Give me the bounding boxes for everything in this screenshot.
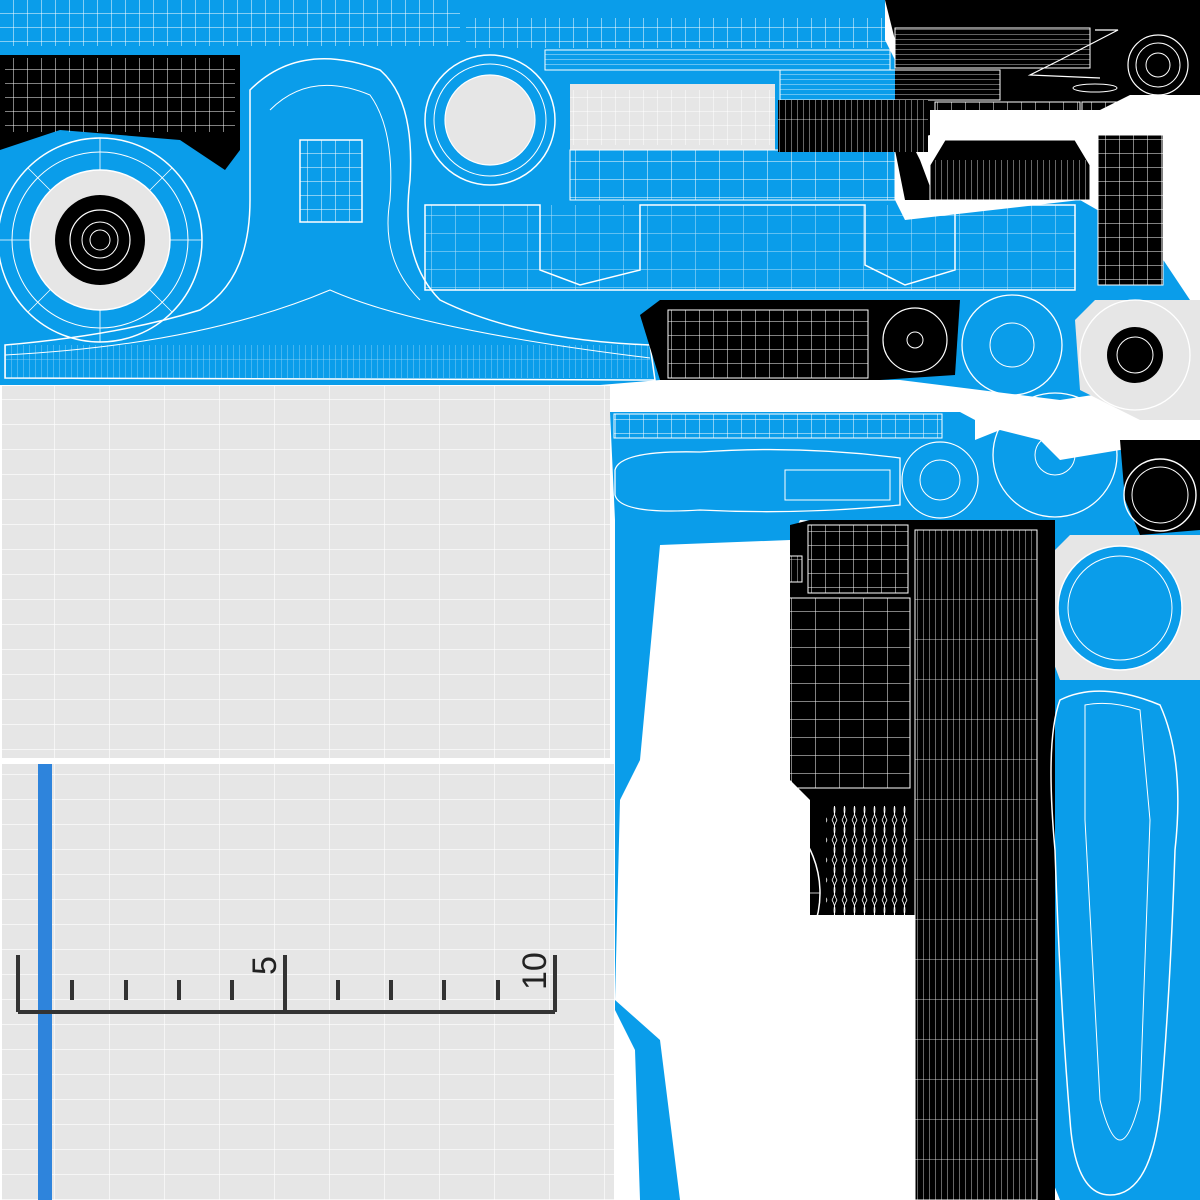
top-right-dark [778,0,1200,286]
mid-right-parts [640,294,1200,420]
ruler-label-10: 10 [516,952,554,990]
grey-panel-upper [2,386,610,758]
left-wheel [0,137,203,343]
grey-panel-lower [2,764,614,1200]
ruler-label-5: 5 [246,956,284,975]
top-wheel [424,54,556,186]
elongated-part [1050,690,1179,1196]
ruler [16,955,557,1014]
right-wheel [1045,535,1200,680]
upper-panels [424,49,1076,291]
grip-shell [4,58,656,381]
column-pieces [619,594,911,1196]
